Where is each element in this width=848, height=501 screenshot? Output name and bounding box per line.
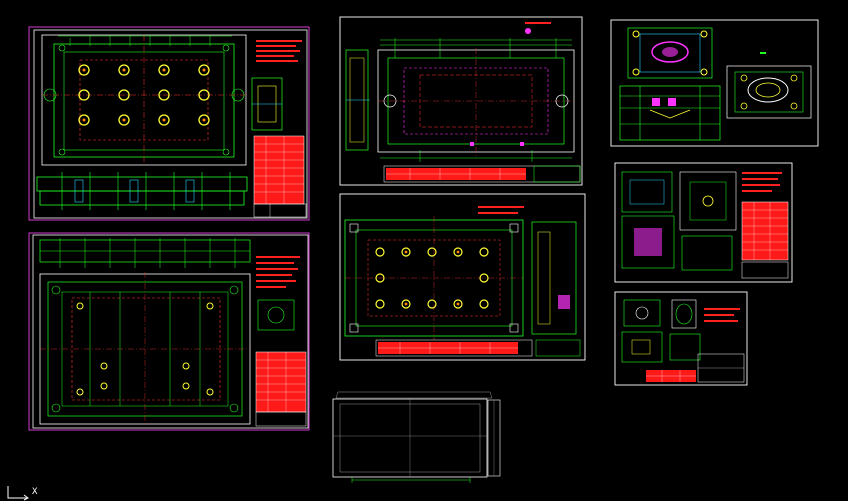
ucs-axis-icon bbox=[7, 486, 29, 501]
drawing-sheet-1[interactable] bbox=[28, 26, 310, 221]
ucs-x-label: X bbox=[32, 487, 38, 497]
drawing-sheet-3[interactable] bbox=[610, 19, 819, 147]
drawing-sheet-7[interactable] bbox=[614, 291, 748, 386]
drawing-sheet-8[interactable] bbox=[332, 391, 501, 483]
drawing-sheet-6[interactable] bbox=[614, 162, 793, 283]
drawing-sheet-2[interactable] bbox=[339, 16, 583, 186]
drawing-sheet-5[interactable] bbox=[339, 193, 586, 361]
drawing-sheet-4[interactable] bbox=[28, 232, 310, 431]
